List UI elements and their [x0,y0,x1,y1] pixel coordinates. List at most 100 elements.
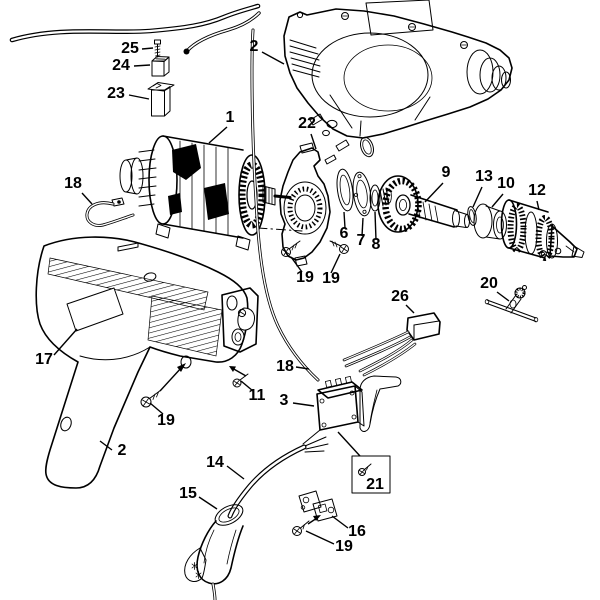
plug-15 [184,504,244,600]
screw-19-clamp [292,515,321,536]
part-label-22-5: 22 [298,115,316,132]
part-label-17-16: 17 [35,351,53,368]
brush-holder-23 [147,82,175,117]
part-label-18-6: 18 [64,175,82,192]
leader-line-15-23 [198,496,218,510]
part-label-8-13: 8 [372,236,381,253]
part-label-2-19: 2 [118,442,127,459]
part-label-6-11: 6 [340,225,349,242]
part-label-21-26: 21 [366,476,384,493]
motor-brush-24 [151,56,170,77]
leader-line-26-27 [405,304,415,314]
motor-mount-tab [155,223,171,239]
leader-line-25-0 [141,47,154,50]
leader-line-19-14 [290,256,303,273]
housing-screws [296,11,468,49]
part-label-23-2: 23 [107,85,125,102]
leader-line-20-28 [496,291,510,302]
leader-line-14-22 [226,465,245,480]
part-label-15-23: 15 [179,485,197,502]
part-label-13-8: 13 [475,168,493,185]
brush-screw-25 [154,39,161,58]
winding-shading [204,183,229,220]
leader-line-16-24 [331,515,349,529]
cord-clamp-16 [298,490,338,522]
screw-19-housing [140,363,186,408]
part-label-20-28: 20 [480,275,498,292]
power-cord-top [9,3,261,43]
part-label-25-0: 25 [121,40,139,57]
leader-line-22-5 [310,133,317,150]
part-label-10-9: 10 [497,175,515,192]
vent-slats-lower [147,295,223,357]
leader-line-11-18 [240,380,254,392]
part-label-14-22: 14 [206,454,224,471]
leader-line-19-15 [330,253,341,274]
leader-line-9-7 [424,182,444,203]
part-label-24-1: 24 [112,57,130,74]
winding-shading [168,193,182,215]
screw-19-plate-right [329,240,349,254]
part-label-9-7: 9 [442,164,451,181]
part-label-16-24: 16 [348,523,366,540]
part-label-18-20: 18 [276,358,294,375]
rivet-pin [324,154,337,165]
housing-bearing-rings [466,49,511,95]
jumper-wire-18-left [85,197,135,227]
leader-line-7-12 [361,217,364,237]
arrowhead [177,363,186,372]
part-label-19-15: 19 [322,270,340,287]
grip-texture [191,562,202,579]
screw-19-plate-left [281,240,301,257]
trigger-switch-3 [316,375,402,457]
leader-line-18-20 [295,366,310,370]
o-ring [360,136,374,158]
leader-line-24-1 [133,64,151,67]
motor-pinion-shaft [262,185,292,206]
housing-slot [117,242,139,252]
leader-line-6-11 [343,211,346,229]
winding-shading [172,144,201,180]
housing-nameplate [365,0,434,36]
screw-11 [229,366,249,388]
housing-end-bracket [221,287,259,353]
screw-box-21 [351,455,391,494]
power-cord-14 [227,429,329,519]
upper-housing-half [283,0,513,139]
part-label-2-3: 2 [250,38,259,55]
leader-line-12-10 [536,200,540,211]
leader-line-13-8 [472,186,483,208]
leader-line-10-9 [491,193,504,208]
plug-grip-fin [184,547,207,582]
part-label-7-12: 7 [357,232,366,249]
leader-line-1-4 [208,126,228,144]
leader-line-8-13 [374,211,377,241]
chuck-12 [500,199,585,261]
leader-line-19-17 [149,402,164,415]
part-label-19-25: 19 [335,538,353,555]
leader-line-18-6 [81,192,93,205]
part-label-3-21: 3 [280,392,289,409]
gear-spindle-9 [377,175,470,233]
o-ring-13 [467,206,477,226]
bearing-retainer-10 [473,203,507,240]
leader-line-2-19 [99,440,113,451]
leader-line-3-21 [292,402,315,407]
motor-mount-tab [235,235,251,251]
chuck-key-20 [484,285,539,323]
arrowhead [313,515,321,521]
handle-hole [60,416,72,432]
part-label-1-4: 1 [226,109,235,126]
part-label-11-18: 11 [249,387,266,404]
rivet-pin [309,113,324,126]
lead-wire-18-long [250,28,320,382]
part-label-19-14: 19 [296,269,314,286]
leader-line-19-25 [305,530,335,545]
switch-terminals [325,376,352,388]
motor-armature [119,135,292,251]
leader-line-23-2 [128,94,150,100]
housing-vents [289,39,321,78]
lead-wire-top [183,11,261,55]
axis-centerline [257,227,303,232]
